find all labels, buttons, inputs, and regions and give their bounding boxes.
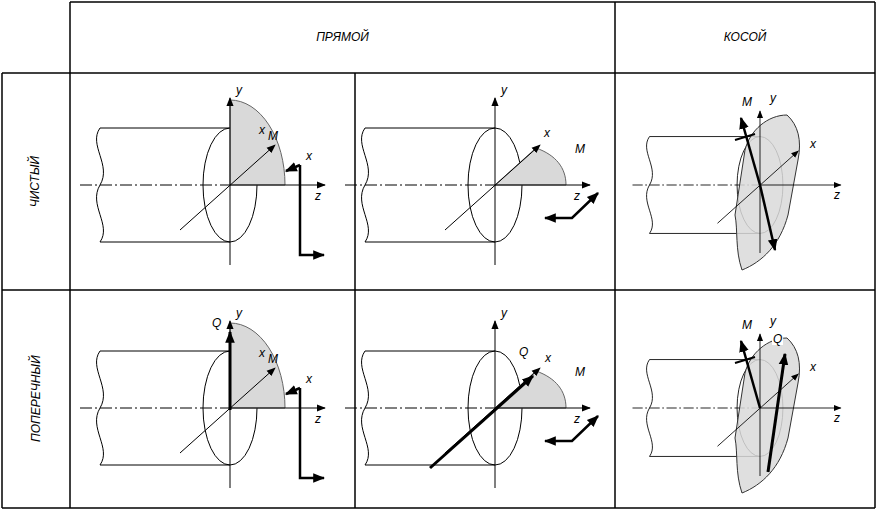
axis-label: z (834, 412, 840, 424)
header-text: ЧИСТЫЙ (29, 156, 42, 207)
header-text: ПОПЕРЕЧНЫЙ (29, 356, 42, 443)
beam-figure (80, 98, 325, 265)
row-header-cell: ПОПЕРЕЧНЫЙ (2, 290, 70, 508)
column-header-cell: КОСОЙ (615, 2, 875, 73)
axis-label: y (770, 315, 776, 327)
axis-label: Q (772, 333, 783, 345)
axis-label: x (810, 138, 816, 150)
column-header-cell: ПРЯМОЙ (70, 2, 615, 73)
row-header-cell: ЧИСТЫЙ (2, 73, 70, 290)
axis-label: M (742, 319, 752, 331)
axis-label: x (306, 373, 312, 385)
axis-label: z (574, 413, 580, 425)
axis-label: y (236, 307, 242, 319)
axis-label: z (315, 190, 321, 202)
axis-label: M (742, 96, 752, 108)
axis-label: M (575, 366, 585, 378)
axis-label: x (259, 124, 265, 136)
axis-label: x (306, 150, 312, 162)
axis-label: z (574, 190, 580, 202)
axis-label: y (770, 92, 776, 104)
axis-label: y (236, 84, 242, 96)
axis-label: z (315, 413, 321, 425)
beam-figure (633, 111, 841, 270)
beam-figure (345, 98, 598, 265)
axis-label: M (268, 353, 278, 365)
axis-label: Q (519, 346, 528, 358)
axis-label: M (268, 130, 278, 142)
axis-label: y (501, 84, 507, 96)
axis-label: M (575, 143, 585, 155)
beam-figure (80, 321, 325, 488)
axis-label: x (810, 361, 816, 373)
header-text: ПРЯМОЙ (316, 31, 369, 44)
beam-figure (345, 321, 598, 488)
axis-label: Q (212, 317, 221, 329)
axis-label: x (259, 347, 265, 359)
beam-figure (633, 334, 841, 493)
header-text: КОСОЙ (724, 31, 767, 44)
axis-label: z (834, 189, 840, 201)
axis-label: x (544, 127, 550, 139)
axis-label: y (501, 307, 507, 319)
axis-label: x (545, 352, 551, 364)
